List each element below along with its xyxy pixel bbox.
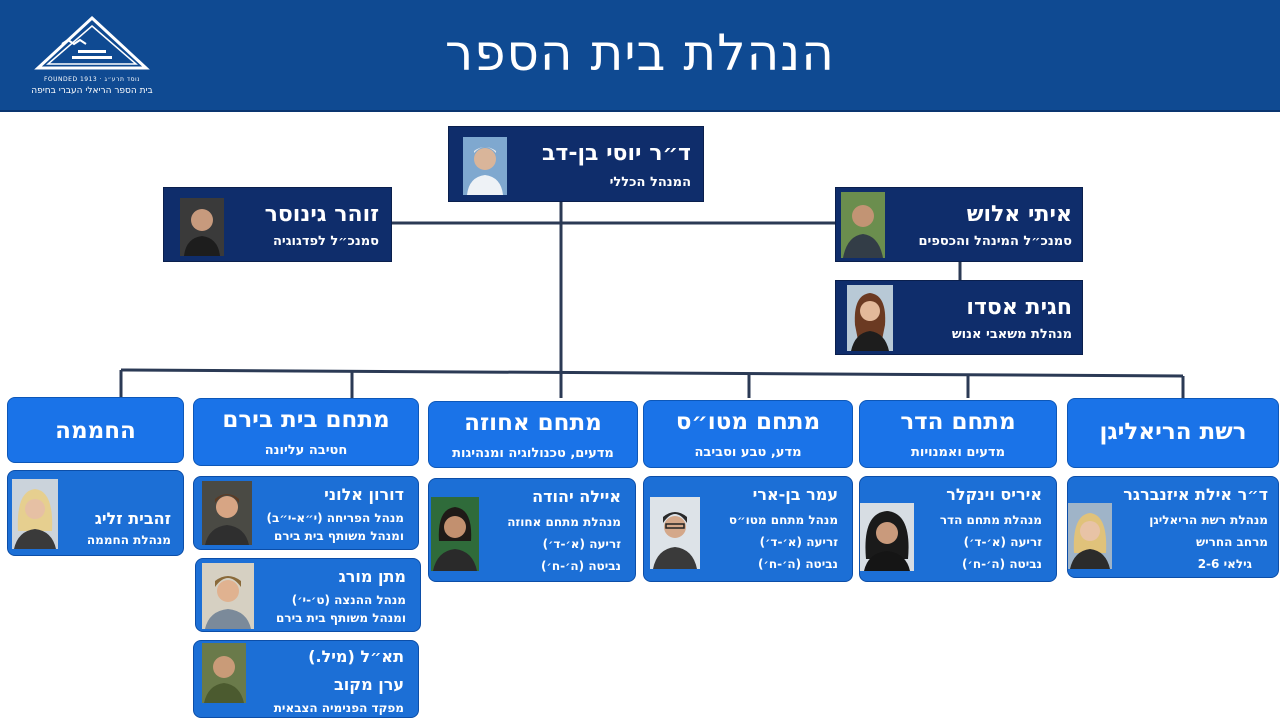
ahuza-manager-line-1: מנהלת מתחם אחוזה xyxy=(507,515,621,529)
campus-matos-sub: מדע, טבע וסביבה xyxy=(694,445,802,460)
hr-photo xyxy=(847,285,893,351)
deputy-pedagogy-box: זוהר גינוסר סמנכ״ל לפדגוגיה xyxy=(163,187,392,262)
biram-eran-photo xyxy=(202,643,246,703)
card-ahuza-manager: איילה יהודה מנהלת מתחם אחוזה זריעה (א׳-ד… xyxy=(428,478,636,582)
campus-hamama-name: החממה xyxy=(55,418,136,444)
hadar-manager-photo xyxy=(860,503,914,571)
card-hadar-manager: איריס וינקלר מנהלת מתחם הדר זריעה (א׳-ד׳… xyxy=(859,476,1057,582)
hamama-manager-line-1: מנהלת החממה xyxy=(86,533,171,547)
matos-manager-photo xyxy=(650,497,700,569)
campus-realigan: רשת הריאליגן xyxy=(1067,398,1279,468)
school-logo-icon xyxy=(34,15,150,70)
biram-doron-name: דורון אלוני xyxy=(324,485,404,504)
hr-name: חגית אסדו xyxy=(966,295,1072,320)
realigan-manager-line-3: גילאי 2-6 xyxy=(1197,557,1252,571)
campus-hadar-sub: מדעים ואמנויות xyxy=(911,445,1005,460)
card-realigan-manager: ד״ר אילת איזנברגר מנהלת רשת הריאליגן מרח… xyxy=(1067,476,1279,578)
biram-matan-line-1: מנהל ההנצה (ט׳-י׳) xyxy=(291,593,406,607)
connector-campuses xyxy=(120,368,1184,378)
card-biram-doron: דורון אלוני מנהל הפריחה (י״א-י״ב) ומנהל … xyxy=(193,476,419,550)
campus-matos-name: מתחם מטו״ס xyxy=(675,409,821,435)
director-box: ד״ר יוסי בן-דב המנהל הכללי xyxy=(448,126,704,202)
logo-founded-text: FOUNDED 1913 · נוסד תרע״ג xyxy=(43,76,141,83)
header-bar: FOUNDED 1913 · נוסד תרע״ג בית הספר הריאל… xyxy=(0,0,1280,112)
deputy-pedagogy-name: זוהר גינוסר xyxy=(264,202,379,227)
card-hamama-manager: זהבית זליג מנהלת החממה xyxy=(7,470,184,556)
ahuza-manager-name: איילה יהודה xyxy=(532,487,621,506)
deputy-admin-box: איתי אלוש סמנכ״ל המינהל והכספים xyxy=(835,187,1083,262)
director-role: המנהל הכללי xyxy=(609,175,691,190)
hr-role: מנהלת משאבי אנוש xyxy=(951,327,1072,342)
campus-realigan-name: רשת הריאליגן xyxy=(1099,419,1247,445)
deputy-admin-name: איתי אלוש xyxy=(966,202,1072,227)
matos-manager-line-3: נביטה (ה׳-ח׳) xyxy=(758,557,838,571)
campus-hamama: החממה xyxy=(7,397,184,463)
biram-matan-photo xyxy=(202,563,254,629)
matos-manager-line-2: זריעה (א׳-ד׳) xyxy=(759,535,838,549)
card-biram-matan: מתן מורג מנהל ההנצה (ט׳-י׳) ומנהל משותף … xyxy=(195,558,421,632)
biram-doron-line-1: מנהל הפריחה (י״א-י״ב) xyxy=(266,511,404,525)
director-name: ד״ר יוסי בן-דב xyxy=(541,141,691,166)
biram-eran-line-1: מפקד הפנימיה הצבאית xyxy=(273,701,404,715)
campus-biram-sub: חטיבה עליונה xyxy=(264,443,348,458)
logo-school-name: בית הספר הריאלי העברי בחיפה xyxy=(31,86,153,96)
deputy-admin-role: סמנכ״ל המינהל והכספים xyxy=(918,234,1072,249)
hadar-manager-line-3: נביטה (ה׳-ח׳) xyxy=(962,557,1042,571)
biram-matan-line-2: ומנהל משותף בית בירם xyxy=(276,611,406,625)
realigan-manager-line-2: מרחב החריש xyxy=(1196,535,1268,549)
page-title: הנהלת בית הספר xyxy=(445,24,835,82)
ahuza-manager-photo xyxy=(431,497,479,571)
campus-ahuza-name: מתחם אחוזה xyxy=(464,410,602,436)
hadar-manager-name: איריס וינקלר xyxy=(946,485,1042,504)
campus-biram: מתחם בית בירם חטיבה עליונה xyxy=(193,398,419,466)
campus-ahuza: מתחם אחוזה מדעים, טכנולוגיה ומנהיגות xyxy=(428,401,638,468)
biram-eran-rank: תא״ל (מיל.) xyxy=(308,647,404,666)
campus-ahuza-sub: מדעים, טכנולוגיה ומנהיגות xyxy=(452,446,614,461)
hr-box: חגית אסדו מנהלת משאבי אנוש xyxy=(835,280,1083,355)
hamama-manager-photo xyxy=(12,479,58,549)
campus-biram-name: מתחם בית בירם xyxy=(222,407,390,433)
school-logo: FOUNDED 1913 · נוסד תרע״ג בית הספר הריאל… xyxy=(22,14,162,100)
ahuza-manager-line-3: נביטה (ה׳-ח׳) xyxy=(541,559,621,573)
card-biram-eran: תא״ל (מיל.) ערן מקוב מפקד הפנימיה הצבאית xyxy=(193,640,419,718)
ahuza-manager-line-2: זריעה (א׳-ד׳) xyxy=(542,537,621,551)
biram-matan-name: מתן מורג xyxy=(338,567,406,586)
realigan-manager-line-1: מנהלת רשת הריאליגן xyxy=(1149,513,1268,527)
biram-doron-photo xyxy=(202,481,252,545)
hadar-manager-line-2: זריעה (א׳-ד׳) xyxy=(963,535,1042,549)
matos-manager-name: עמר בן-ארי xyxy=(752,485,838,504)
campus-hadar-name: מתחם הדר xyxy=(900,409,1016,435)
realigan-manager-photo xyxy=(1068,503,1112,569)
biram-eran-name: ערן מקוב xyxy=(334,675,404,694)
campus-hadar: מתחם הדר מדעים ואמנויות xyxy=(859,400,1057,468)
hamama-manager-name: זהבית זליג xyxy=(94,509,171,528)
deputy-admin-photo xyxy=(841,192,885,258)
deputy-pedagogy-photo xyxy=(180,198,224,256)
hadar-manager-line-1: מנהלת מתחם הדר xyxy=(939,513,1042,527)
biram-doron-line-2: ומנהל משותף בית בירם xyxy=(274,529,404,543)
campus-matos: מתחם מטו״ס מדע, טבע וסביבה xyxy=(643,400,853,468)
director-photo xyxy=(463,137,507,195)
realigan-manager-name: ד״ר אילת איזנברגר xyxy=(1123,485,1268,504)
deputy-pedagogy-role: סמנכ״ל לפדגוגיה xyxy=(272,234,379,249)
matos-manager-line-1: מנהל מתחם מטו״ס xyxy=(728,513,838,527)
card-matos-manager: עמר בן-ארי מנהל מתחם מטו״ס זריעה (א׳-ד׳)… xyxy=(643,476,853,582)
